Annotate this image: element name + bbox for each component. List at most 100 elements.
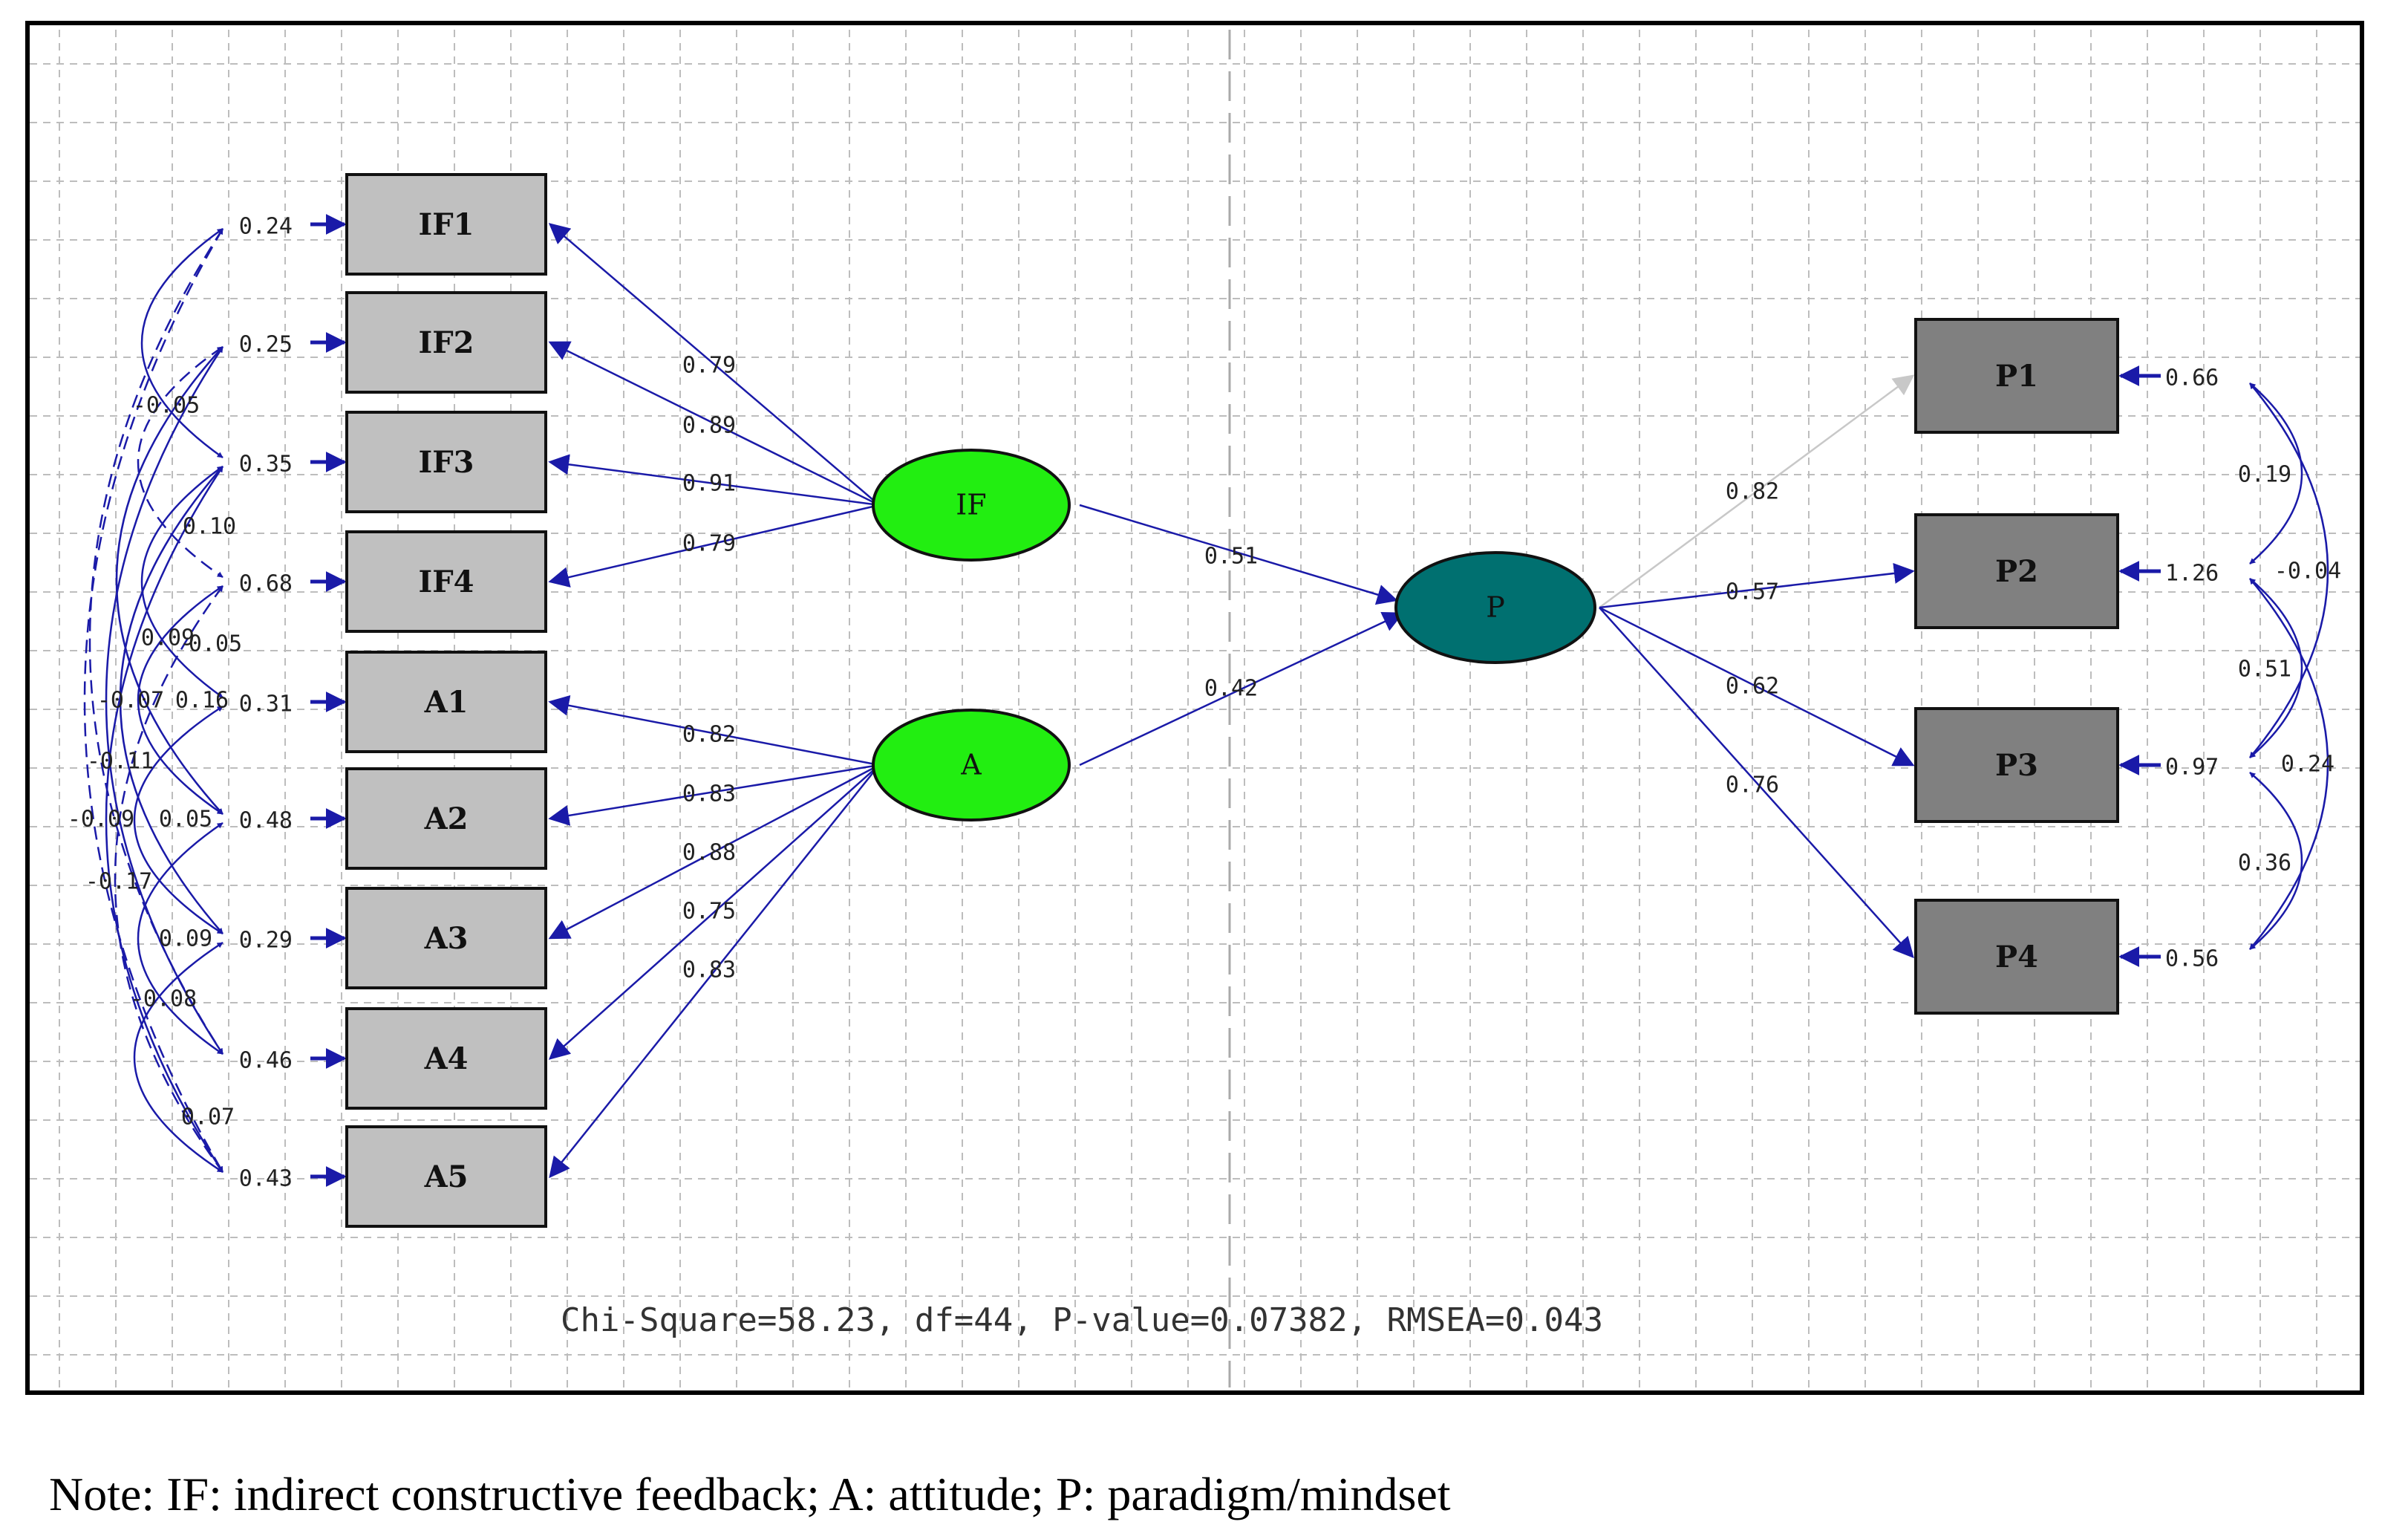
indicator-label-A5: A5: [424, 1159, 469, 1194]
indicator-label-IF1: IF1: [419, 207, 474, 242]
covariance-arc-right: [2249, 578, 2329, 950]
path-arrows: [83, 214, 2329, 1187]
indicator-box-A5: [345, 1125, 547, 1228]
indicator-box-A1: [345, 651, 547, 753]
covariance-label: -0.08: [130, 986, 197, 1012]
loading-arrow-P3: [1599, 606, 1915, 767]
covariance-label: 0.09: [141, 625, 195, 651]
error-label-A5: 0.43: [239, 1166, 293, 1192]
error-label-P2: 1.26: [2165, 561, 2219, 587]
structural-label-A: 0.42: [1204, 676, 1258, 702]
latent-label-IF: IF: [956, 489, 986, 521]
indicator-label-P2: P2: [1995, 554, 2038, 589]
indicator-label-P4: P4: [1995, 940, 2038, 975]
indicator-box-IF1: [345, 173, 547, 276]
loading-label-P1: 0.82: [1726, 479, 1779, 505]
covariance-label-right: 0.36: [2238, 850, 2291, 876]
error-label-P1: 0.66: [2165, 365, 2219, 391]
loading-label-A2: 0.83: [682, 781, 736, 807]
loading-label-A1: 0.82: [682, 722, 736, 748]
covariance-arc: [133, 941, 223, 1174]
indicator-box-IF4: [345, 530, 547, 633]
coefficient-labels: 0.790.890.910.790.820.830.880.750.830.24…: [68, 214, 2341, 1192]
covariance-label: 0.05: [159, 807, 212, 833]
covariance-label: -0.07: [97, 688, 164, 714]
loading-label-P4: 0.76: [1726, 772, 1779, 798]
loading-arrow-IF3: [548, 454, 880, 507]
error-label-IF1: 0.24: [239, 214, 293, 240]
latent-P: [1394, 551, 1596, 664]
covariance-label-right: -0.04: [2274, 559, 2341, 585]
loading-arrow-A1: [548, 694, 880, 767]
loading-label-IF4: 0.79: [682, 531, 736, 557]
loading-arrow-A4: [548, 764, 880, 1060]
loading-arrow-IF2: [548, 341, 880, 507]
latent-label-P: P: [1486, 591, 1505, 624]
loading-label-IF3: 0.91: [682, 471, 736, 497]
indicator-label-A4: A4: [424, 1041, 469, 1076]
covariance-arc-right: [2249, 383, 2329, 758]
indicator-label-A2: A2: [424, 801, 469, 836]
indicator-label-P1: P1: [1995, 359, 2038, 394]
covariance-arc: [114, 585, 224, 1173]
covariance-label: -0.17: [85, 869, 152, 895]
covariance-label-right: 0.19: [2238, 462, 2291, 488]
covariance-arc: [83, 228, 224, 1173]
indicator-label-IF3: IF3: [419, 445, 474, 480]
covariance-label: 0.05: [189, 631, 242, 657]
error-label-A4: 0.46: [239, 1048, 293, 1074]
covariance-label: -0.09: [68, 807, 134, 833]
indicator-box-IF3: [345, 411, 547, 513]
covariance-arc-right: [2249, 772, 2303, 950]
loading-arrow-A5: [549, 764, 880, 1179]
indicator-label-IF4: IF4: [419, 564, 474, 599]
loading-arrow-P1: [1599, 374, 1915, 609]
indicator-box-P4: [1914, 899, 2119, 1015]
indicator-box-P1: [1914, 318, 2119, 434]
loading-label-IF1: 0.79: [682, 353, 736, 379]
covariance-label: 0.10: [183, 514, 236, 540]
indicator-label-A1: A1: [424, 685, 469, 720]
loading-label-A4: 0.75: [682, 899, 736, 925]
error-label-IF2: 0.25: [239, 332, 293, 358]
covariance-label: -0.05: [133, 393, 200, 419]
covariance-label: 0.07: [181, 1104, 235, 1130]
error-label-IF4: 0.68: [239, 571, 293, 597]
indicator-box-A3: [345, 887, 547, 989]
loading-arrow-P4: [1599, 607, 1914, 959]
loading-arrow-A2: [548, 764, 880, 826]
covariance-arc: [137, 821, 223, 1055]
covariance-arc-right: [2249, 383, 2303, 564]
covariance-arc-right: [2249, 578, 2303, 758]
covariance-arc: [137, 585, 223, 816]
covariance-label: -0.11: [87, 749, 154, 775]
error-label-P3: 0.97: [2165, 755, 2219, 781]
latent-IF: [872, 449, 1071, 562]
covariance-arc: [140, 227, 223, 459]
covariance-arc: [105, 466, 224, 1173]
error-label-IF3: 0.35: [239, 452, 293, 478]
loading-arrow-IF4: [548, 504, 880, 588]
error-label-A1: 0.31: [239, 692, 293, 718]
loading-label-IF2: 0.89: [682, 413, 736, 439]
covariance-label-right: 0.24: [2281, 752, 2334, 778]
error-label-P4: 0.56: [2165, 946, 2219, 972]
latent-label-A: A: [960, 749, 982, 781]
loading-label-P2: 0.57: [1726, 579, 1779, 605]
covariance-label: 0.09: [159, 926, 212, 952]
indicator-box-A4: [345, 1007, 547, 1110]
covariance-arc: [105, 346, 224, 1055]
error-label-A2: 0.48: [239, 808, 293, 834]
covariance-label-right: 0.51: [2238, 657, 2291, 683]
loading-arrow-P2: [1599, 562, 1915, 609]
covariance-arc: [133, 705, 223, 935]
loading-arrow-A3: [548, 764, 880, 940]
indicator-box-IF2: [345, 291, 547, 394]
structural-arrow-A: [1079, 612, 1404, 767]
indicator-box-P2: [1914, 513, 2119, 629]
indicator-box-A2: [345, 767, 547, 870]
indicator-label-A3: A3: [424, 921, 469, 956]
loading-label-A5: 0.83: [682, 957, 736, 983]
